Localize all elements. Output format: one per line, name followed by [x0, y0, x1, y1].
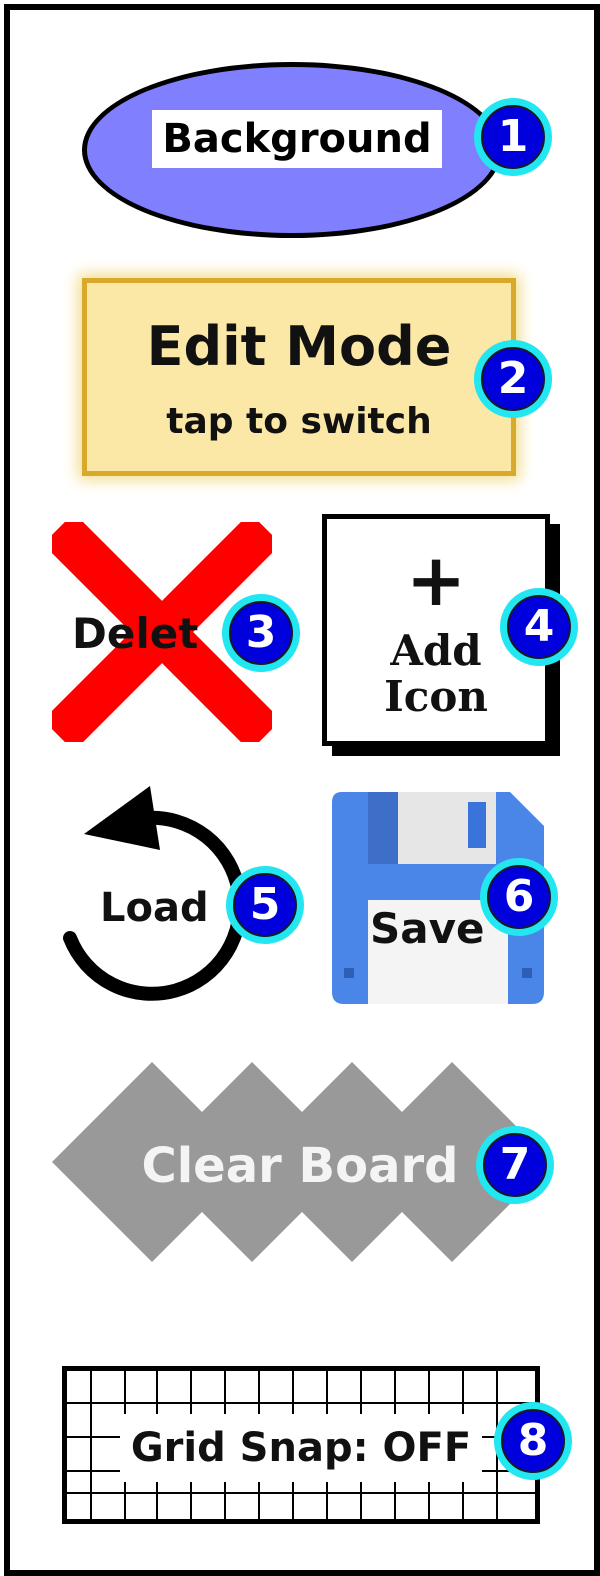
badge-4: 4: [500, 588, 578, 666]
delete-button[interactable]: [52, 522, 272, 742]
badge-5: 5: [226, 866, 304, 944]
grid-snap-label-background: [120, 1414, 482, 1482]
edit-mode-subtitle: tap to switch: [166, 401, 432, 442]
x-icon: [52, 522, 272, 742]
delete-button-label: Delet: [72, 609, 199, 658]
plus-icon: +: [405, 538, 467, 622]
background-button-label: Background: [152, 110, 442, 168]
badge-3: 3: [222, 594, 300, 672]
load-button[interactable]: [46, 778, 286, 1018]
clear-board-label: Clear Board: [141, 1138, 459, 1194]
grid-snap-label: Grid Snap: OFF: [130, 1425, 472, 1471]
floppy-disk-icon: [332, 792, 544, 1004]
save-button-label: Save: [370, 904, 485, 953]
save-button[interactable]: [332, 792, 544, 1004]
clear-board-button[interactable]: [52, 1062, 522, 1262]
toolbar-panel: [4, 4, 600, 1576]
badge-2: 2: [474, 340, 552, 418]
edit-mode-button[interactable]: [82, 278, 516, 476]
edit-mode-title: Edit Mode: [146, 315, 452, 378]
clear-board-shape: [52, 1062, 522, 1262]
add-icon-label-line1: Add: [390, 626, 482, 675]
badge-7: 7: [476, 1126, 554, 1204]
badge-8: 8: [494, 1402, 572, 1480]
add-icon-label-line2: Icon: [384, 672, 488, 721]
add-icon-button-label: Add Icon: [322, 628, 550, 720]
load-button-label: Load: [100, 885, 209, 931]
badge-1: 1: [474, 98, 552, 176]
undo-arrow-icon: [63, 786, 247, 1001]
badge-6: 6: [480, 858, 558, 936]
